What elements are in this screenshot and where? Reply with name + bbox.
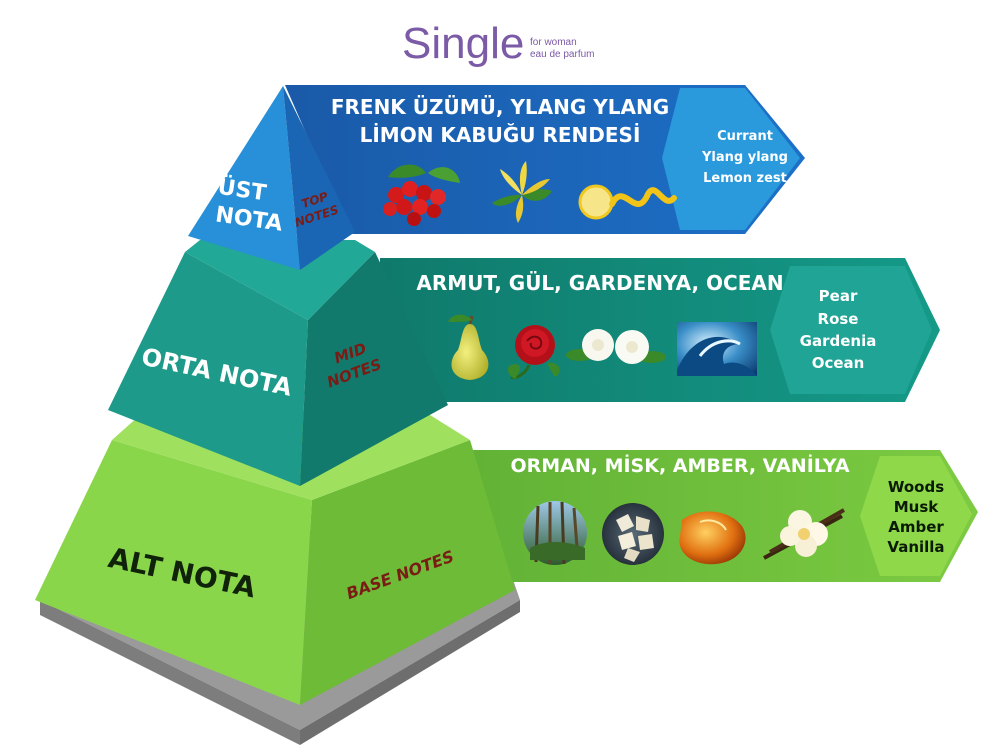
mid-en-note-3: Gardenia	[800, 332, 877, 350]
mid-notes-tip	[770, 266, 932, 394]
lemon-zest-icon	[578, 184, 677, 220]
top-en-note-3: Lemon zest	[703, 171, 787, 186]
brand-sub-edp: eau de parfum	[530, 49, 595, 60]
amber-stone-icon	[679, 511, 746, 565]
ocean-wave-icon	[677, 322, 757, 376]
mid-top-rim	[185, 240, 375, 320]
pyramid-shadow-edge	[40, 600, 300, 745]
brand-logo: Single for woman eau de parfum	[402, 19, 595, 68]
rose-icon	[507, 325, 560, 379]
forest-icon	[523, 501, 587, 565]
top-en-note-2: Ylang ylang	[701, 150, 788, 165]
base-notes-heading: ORMAN, MİSK, AMBER, VANİLYA	[510, 453, 849, 477]
top-notes-heading-line2: LİMON KABUĞU RENDESİ	[360, 123, 641, 147]
mid-en-note-1: Pear	[819, 287, 858, 305]
vanilla-flower-icon	[763, 508, 845, 560]
top-notes-heading-line1: FRENK ÜZÜMÜ, YLANG YLANG	[331, 95, 669, 119]
banner-headings: FRENK ÜZÜMÜ, YLANG YLANG LİMON KABUĞU RE…	[331, 95, 850, 477]
base-side-face	[300, 440, 515, 705]
top-notes-tip	[662, 88, 800, 230]
brand-sub-for-woman: for woman	[530, 37, 577, 48]
top-front-face	[188, 86, 300, 270]
base-en-note-4: Vanilla	[887, 538, 944, 556]
pear-icon	[448, 314, 489, 380]
gardenia-icon	[566, 329, 666, 364]
base-en-note-3: Amber	[888, 518, 944, 536]
base-en-note-1: Woods	[888, 478, 944, 496]
mid-en-note-4: Ocean	[812, 354, 865, 372]
currant-icon	[383, 164, 460, 226]
mid-en-note-2: Rose	[818, 310, 859, 328]
base-front-face	[35, 440, 312, 705]
brand-name: Single	[402, 19, 524, 68]
english-note-lists: Currant Ylang ylang Lemon zest Pear Rose…	[701, 129, 945, 556]
mid-notes-heading: ARMUT, GÜL, GARDENYA, OCEAN	[416, 271, 783, 295]
top-en-note-1: Currant	[717, 129, 773, 144]
ylang-ylang-flower-icon	[492, 161, 552, 223]
tier-mid	[108, 240, 940, 486]
mid-front-face	[108, 252, 308, 486]
pyramid-shadow-edge-right	[300, 600, 520, 745]
musk-crystals-icon	[602, 503, 664, 565]
base-notes-tip	[860, 456, 972, 576]
top-side-face	[283, 86, 355, 270]
base-en-note-2: Musk	[894, 498, 940, 516]
mid-side-face	[300, 252, 448, 486]
